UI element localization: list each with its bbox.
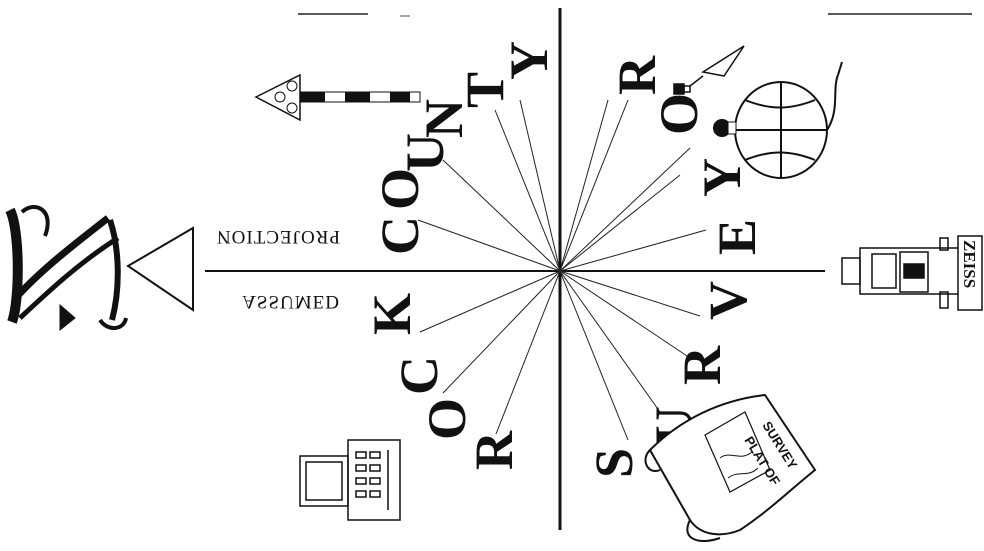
assumed-label: ASSUMED (242, 291, 340, 312)
theodolite-icon (841, 235, 983, 311)
letters-county: C O U N T Y (370, 41, 559, 255)
letter-r3: R (607, 55, 667, 95)
letter-r2: R (672, 345, 732, 385)
letter-v: V (698, 281, 758, 320)
radial-lines (417, 99, 707, 441)
globe-icon (734, 61, 843, 179)
letter-u: U (395, 133, 455, 172)
letter-y: Y (499, 41, 559, 80)
plumb-bob-icon (713, 119, 737, 137)
north-arrow-icon (126, 226, 194, 312)
letter-n: N (414, 99, 474, 138)
range-pole-icon (254, 73, 421, 122)
letter-r: R (464, 430, 524, 470)
projection-label: PROJECTION (216, 226, 340, 247)
letters-rock: R O C K (362, 293, 524, 470)
letter-o: O (417, 398, 477, 440)
plat-scroll-icon: PLAT OF SURVEY (644, 393, 817, 542)
letter-e: E (707, 219, 767, 255)
letter-o3: O (649, 93, 709, 135)
letter-k: K (362, 293, 422, 335)
letter-o2: O (370, 168, 430, 210)
zeiss-label: ZEISS (960, 240, 979, 288)
computer-icon (299, 439, 401, 521)
letter-y2: Y (692, 158, 752, 197)
north-letter-icon (5, 205, 128, 332)
letter-t: T (455, 72, 515, 108)
letter-s: S (584, 448, 644, 478)
pen-icon (673, 45, 745, 95)
letter-c2: C (370, 216, 430, 255)
letter-c: C (389, 356, 449, 395)
